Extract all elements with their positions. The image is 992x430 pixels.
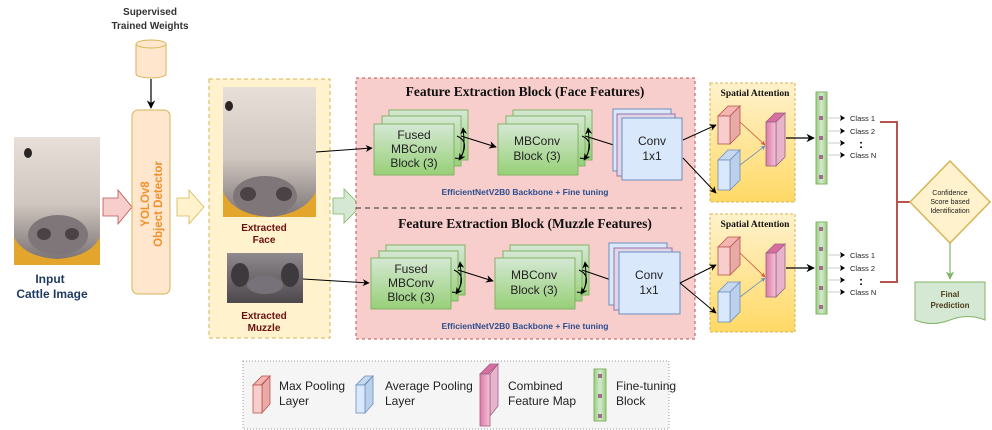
detector-arrow-icon bbox=[176, 188, 205, 226]
muzzle-block-title: Feature Extraction Block (Muzzle Feature… bbox=[398, 216, 652, 231]
legend-avg-pool-line1: Average Pooling bbox=[385, 379, 473, 393]
final-prediction-document bbox=[914, 281, 986, 324]
detector-label-line1: YOLOv8 bbox=[140, 181, 152, 227]
combined-feature-map-icon bbox=[765, 252, 777, 298]
class-label: Class 1 bbox=[850, 251, 875, 260]
class-label: Class 2 bbox=[850, 264, 875, 273]
muzzle-fused-line1: Fused bbox=[394, 262, 427, 276]
final-line2: Prediction bbox=[930, 301, 969, 310]
fusion-bracket bbox=[880, 121, 898, 283]
legend-max-pool-line1: Max Pooling bbox=[279, 379, 345, 393]
spatial-attention-muzzle: Spatial Attention bbox=[709, 213, 796, 333]
legend-max-pool-icon bbox=[252, 374, 271, 415]
fine-tuning-block-face bbox=[815, 91, 828, 185]
class-label: Class N bbox=[850, 288, 876, 297]
class-outputs-face: Class 1 Class 2 : Class N bbox=[828, 114, 876, 160]
decision-line3: Identification bbox=[930, 208, 969, 215]
muzzle-conv1x1-block bbox=[618, 251, 681, 315]
legend-combined-map-icon bbox=[479, 362, 499, 427]
avg-pool-cube-icon bbox=[717, 291, 731, 323]
input-cattle-image bbox=[14, 137, 100, 265]
avg-pool-cube-icon bbox=[717, 159, 731, 191]
extracted-muzzle-line1: Extracted bbox=[241, 311, 287, 322]
muzzle-mb-line2: Block (3) bbox=[510, 283, 557, 297]
fine-tuning-block-muzzle bbox=[815, 221, 828, 315]
attention-title-muzzle: Spatial Attention bbox=[721, 220, 791, 230]
panel-arrow-icon bbox=[332, 188, 362, 224]
extracted-muzzle-line2: Muzzle bbox=[248, 323, 281, 334]
spatial-attention-face: Spatial Attention bbox=[709, 82, 796, 203]
class-label: Class N bbox=[850, 151, 876, 160]
face-fused-mbconv-block bbox=[373, 123, 455, 176]
face-backbone-label: EfficientNetV2B0 Backbone + Fine tuning bbox=[442, 187, 609, 197]
face-block-title: Feature Extraction Block (Face Features) bbox=[406, 84, 645, 99]
legend-max-pool-line2: Layer bbox=[279, 394, 309, 408]
weights-label-line2: Trained Weights bbox=[111, 21, 188, 32]
final-line1: Final bbox=[941, 290, 960, 299]
legend-avg-pool-line2: Layer bbox=[385, 394, 415, 408]
face-conv-line2: 1x1 bbox=[642, 149, 662, 163]
class-label: Class 1 bbox=[850, 114, 875, 123]
legend-combined-line1: Combined bbox=[508, 379, 563, 393]
face-mb-line2: Block (3) bbox=[513, 149, 560, 163]
legend-finetune-line1: Fine-tuning bbox=[616, 379, 676, 393]
yolo-detector-box bbox=[131, 109, 171, 295]
muzzle-backbone-label: EfficientNetV2B0 Backbone + Fine tuning bbox=[442, 321, 609, 331]
max-pool-cube-icon bbox=[717, 115, 731, 145]
max-pool-cube-icon bbox=[717, 246, 731, 276]
input-label-line1: Input bbox=[35, 272, 64, 286]
extracted-muzzle-image bbox=[227, 253, 303, 303]
decision-line1: Confidence bbox=[932, 190, 968, 197]
muzzle-mbconv-block bbox=[494, 257, 576, 310]
extracted-face-line2: Face bbox=[253, 235, 276, 246]
extracted-face-line1: Extracted bbox=[241, 223, 287, 234]
class-ellipsis: : bbox=[859, 274, 863, 288]
class-outputs-muzzle: Class 1 Class 2 : Class N bbox=[828, 251, 876, 297]
combined-feature-map-icon bbox=[765, 121, 777, 167]
legend-fine-tuning-icon bbox=[593, 368, 607, 422]
face-mbconv-block bbox=[497, 123, 579, 176]
face-mb-line1: MBConv bbox=[514, 134, 560, 148]
input-label-line2: Cattle Image bbox=[16, 287, 88, 301]
muzzle-conv-line2: 1x1 bbox=[639, 283, 659, 297]
legend-finetune-line2: Block bbox=[616, 394, 646, 408]
legend-combined-line2: Feature Map bbox=[508, 394, 576, 408]
attention-title-face: Spatial Attention bbox=[721, 89, 791, 99]
face-conv-line1: Conv bbox=[638, 134, 666, 148]
class-ellipsis: : bbox=[859, 137, 863, 151]
muzzle-fused-line3: Block (3) bbox=[387, 290, 434, 304]
database-icon bbox=[135, 39, 167, 79]
muzzle-fused-mbconv-block bbox=[370, 257, 452, 310]
input-arrow-icon bbox=[102, 188, 133, 226]
muzzle-conv-line1: Conv bbox=[635, 268, 663, 282]
muzzle-feature-block: Feature Extraction Block (Muzzle Feature… bbox=[370, 216, 681, 331]
face-fused-line3: Block (3) bbox=[390, 156, 437, 170]
face-fused-line1: Fused bbox=[397, 128, 430, 142]
extracted-face-image bbox=[223, 87, 316, 217]
muzzle-mb-line1: MBConv bbox=[511, 268, 557, 282]
detector-label-line2: Object Detector bbox=[153, 161, 165, 247]
legend-avg-pool-icon bbox=[355, 374, 374, 415]
class-label: Class 2 bbox=[850, 127, 875, 136]
face-conv1x1-block bbox=[621, 117, 683, 181]
decision-line2: Score based bbox=[930, 199, 969, 206]
face-fused-line2: MBConv bbox=[391, 142, 437, 156]
muzzle-fused-line2: MBConv bbox=[388, 276, 434, 290]
face-feature-block: Feature Extraction Block (Face Features)… bbox=[373, 84, 683, 197]
weights-label-line1: Supervised bbox=[123, 7, 177, 18]
legend: Max Pooling Layer Average Pooling Layer … bbox=[242, 360, 676, 430]
